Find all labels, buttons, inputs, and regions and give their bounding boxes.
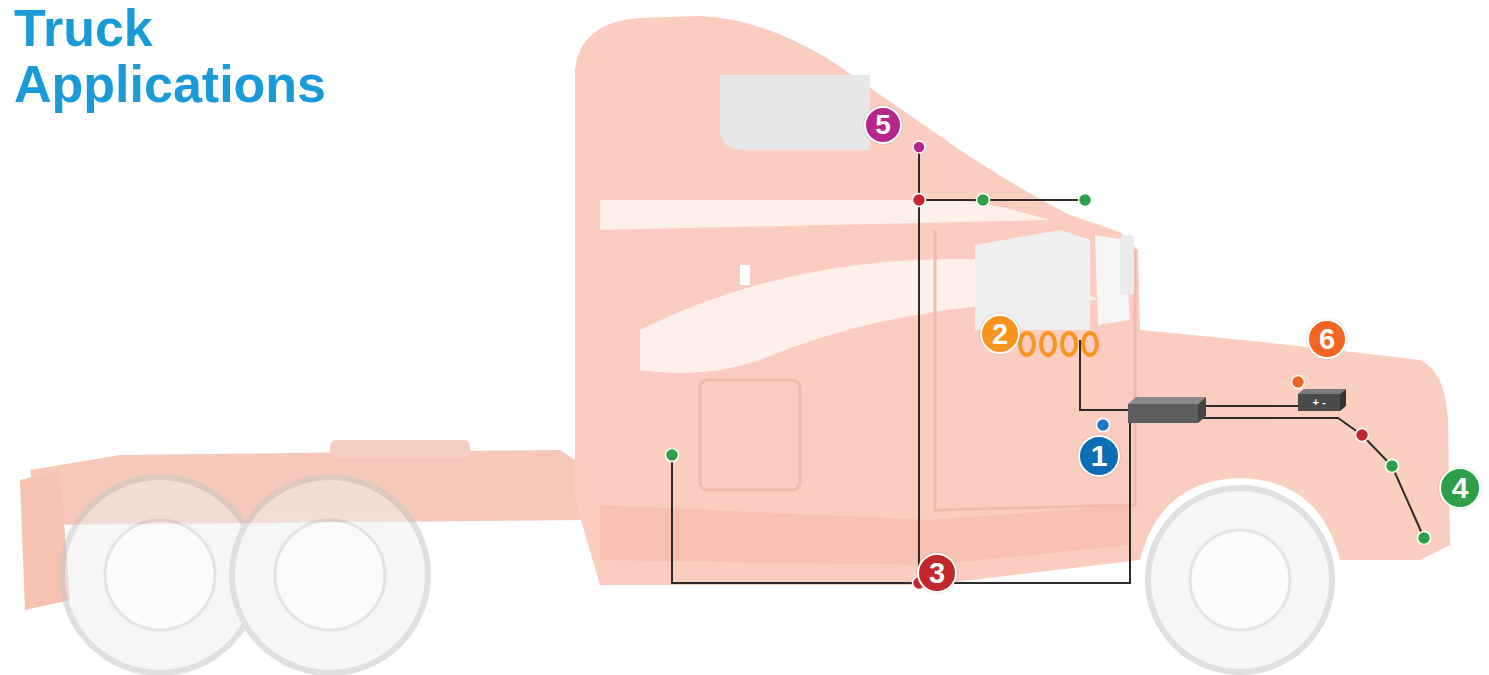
callout-number: 5 [864,106,902,144]
wiring [672,147,1424,583]
dot [977,194,990,207]
hub [275,520,385,630]
hub [105,520,215,630]
wire [1080,340,1130,410]
module-front [1128,404,1198,423]
dot [913,141,925,153]
connection-dots [666,141,1431,590]
callout-number: 6 [1307,319,1347,359]
rear-wheel [62,477,258,673]
handle [740,265,750,285]
callout-number: 1 [1078,435,1120,477]
callout-number: 2 [980,314,1020,354]
diagram-title: Truck Applications [14,0,434,112]
rear-wheel [232,477,428,673]
dot [1418,532,1431,545]
fifth-wheel [330,440,470,458]
cab-body [575,16,1450,585]
coil [1062,333,1076,355]
dot [1386,460,1399,473]
dot [1097,419,1110,432]
mirror [1120,235,1134,295]
sleeper-window [720,75,870,150]
callout-number: 4 [1439,467,1481,509]
wheels [62,477,1332,673]
coil [1020,333,1034,355]
coil [1041,333,1055,355]
cab-door [935,230,1135,510]
wire [672,420,1130,583]
side-fairing [600,505,1130,565]
dot [666,449,679,462]
module-side [1198,397,1206,423]
dot [1356,429,1369,442]
dot [1079,194,1092,207]
control-module [1128,397,1206,423]
dot [913,194,926,207]
dot [1292,376,1305,389]
wire [1195,418,1424,538]
battery-terminals: + - [1312,396,1325,408]
battery-side [1340,389,1346,411]
wire [919,199,1085,201]
front-wheel [1148,488,1332,672]
coil [1083,333,1097,355]
module-top [1128,397,1206,404]
coil-symbol [1020,333,1097,355]
battery-front [1298,394,1340,411]
hub [1190,530,1290,630]
battery-top [1298,389,1346,394]
wire [918,147,920,583]
sleeper-door [700,380,800,490]
battery [1298,389,1346,411]
callout-number: 3 [917,553,957,593]
wire [1200,405,1298,407]
